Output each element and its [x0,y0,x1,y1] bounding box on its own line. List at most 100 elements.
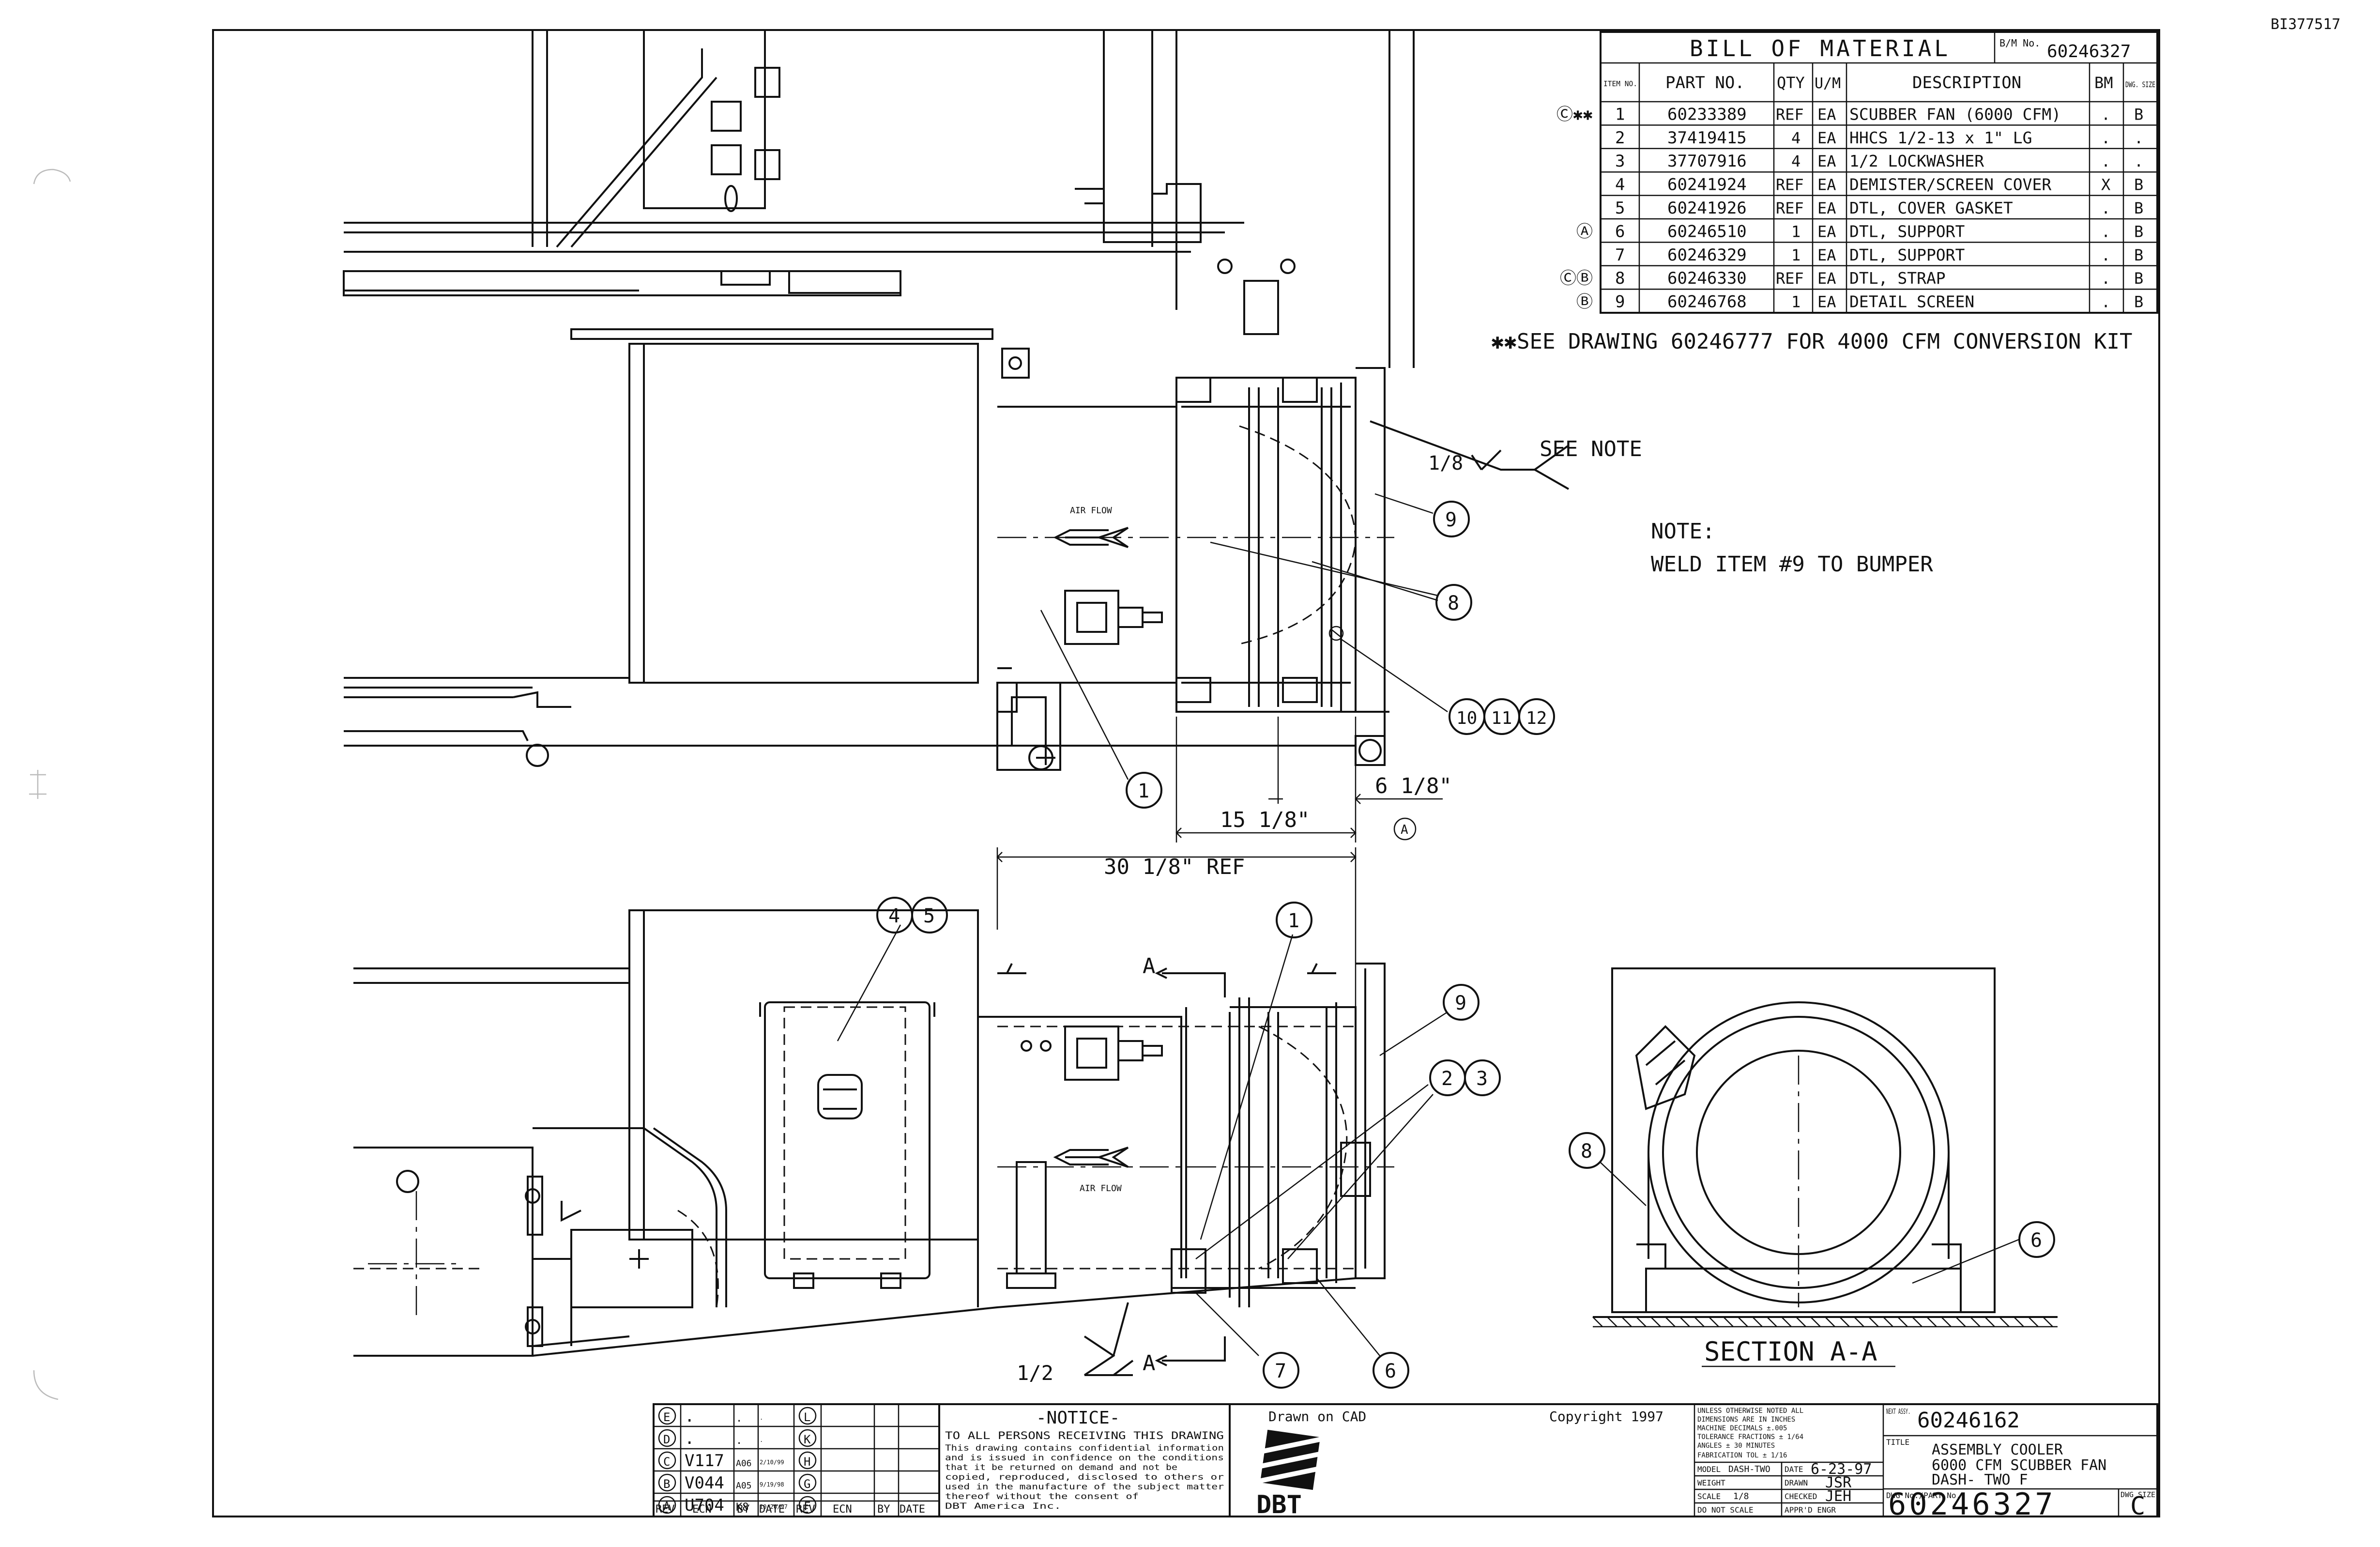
callout-9-top: 9 [1433,501,1470,537]
bom-no: 60246327 [2047,42,2131,61]
dwg-size-label: DWG SIZE [2121,1490,2155,1499]
svg-text:4: 4 [888,905,900,927]
see-note-label: SEE NOTE [1540,437,1642,461]
bom-row-dwg-size: B [2134,293,2143,311]
bom-row-bm: . [2101,293,2110,311]
tolerance-line-2: DIMENSIONS ARE IN INCHES [1697,1416,1795,1424]
revision-date: 10/20/97 [760,1503,788,1510]
weld-size-label: 1/8 [1428,452,1463,475]
callout-9-side: 9 [1443,984,1480,1021]
weld-note: 1/8 SEE NOTE NOTE: WELD ITEM #9 TO BUMPE… [1370,420,1933,577]
copyright: Copyright 1997 [1549,1409,1663,1424]
side-elevation-view: 30 1/8" REF [353,847,1501,1389]
bom-row-item: 2 [1615,128,1625,148]
svg-text:7: 7 [1275,1360,1286,1382]
notice-line-4: that it be returned on demand and not be [945,1463,1177,1472]
revision-date: . [760,1437,763,1443]
bom-row-um: EA [1817,293,1836,311]
revision-letter-2: K [804,1433,811,1446]
model-value: DASH-TWO [1728,1464,1770,1474]
drawn-on-cad: Drawn on CAD [1268,1409,1366,1424]
bom-row-description: DEMISTER/SCREEN COVER [1849,175,2051,194]
callout-8-top: 8 [1435,584,1472,621]
bom-row-part: 37707916 [1667,152,1747,171]
dwg-no-label: DWG No./PART No. [1886,1491,1961,1500]
bom-row-bm: . [2101,152,2110,170]
svg-text:A: A [1401,823,1408,837]
bom-row-mark: Ⓑ [1576,292,1593,312]
bom-row-dwg-size: . [2134,152,2143,170]
title-line-1: ASSEMBLY COOLER [1932,1441,2063,1458]
callout-2-side: 2 [1429,1059,1466,1096]
bom-row-bm: . [2101,105,2110,123]
callout-6-section: 6 [2018,1221,2055,1258]
bom-row-description: SCUBBER FAN (6000 CFM) [1849,105,2061,123]
revision-letter-2: H [804,1455,810,1469]
sheet-reference: BI377517 [2271,16,2341,33]
bom-row-um: EA [1817,199,1836,217]
revision-letter-2: L [804,1410,810,1424]
svg-text:3: 3 [1476,1068,1488,1090]
bom-row-qty: REF [1776,176,1804,194]
bom-row-description: DTL, COVER GASKET [1849,199,2013,217]
weld-size-half: 1/2 [1017,1361,1053,1385]
bom-row-description: DTL, SUPPORT [1849,222,1965,241]
svg-text:8: 8 [1581,1140,1592,1163]
bom-row-part: 37419415 [1667,128,1747,148]
tolerance-line-1: UNLESS OTHERWISE NOTED ALL [1697,1407,1803,1415]
bom-row-qty: 1 [1791,293,1800,311]
bom-row-qty: REF [1776,269,1804,288]
bom-row-mark: ⒸⒷ [1560,269,1593,288]
callout-6-side: 6 [1373,1352,1409,1389]
revision-header: REV [656,1503,675,1516]
bom-row-item: 9 [1615,292,1625,312]
revision-date: 9/19/98 [760,1481,784,1488]
scale-value: 1/8 [1733,1491,1749,1501]
svg-text:11: 11 [1491,708,1512,728]
top-plan-view: AIR FLOW 9 8 10 11 12 1 15 1/8" 6 1/8" A [343,30,1555,842]
bom-header-description: DESCRIPTION [1912,73,2021,92]
dim-15-1-8: 15 1/8" [1220,808,1310,832]
svg-text:2: 2 [1441,1068,1453,1090]
revision-by: . [736,1435,742,1447]
notice-line-1: TO ALL PERSONS RECEIVING THIS DRAWING [945,1430,1224,1441]
bom-row-dwg-size: B [2134,199,2143,217]
bom-header-qty: QTY [1777,74,1805,92]
bom-title: BILL OF MATERIAL [1690,35,1951,61]
bom-row-qty: 4 [1791,129,1800,147]
callout-1-top: 1 [1126,772,1162,809]
revision-ecn: V044 [685,1473,724,1493]
svg-text:1: 1 [1138,780,1149,802]
notice-line-7: thereof without the consent of [945,1492,1139,1501]
bom-row-qty: REF [1776,199,1804,217]
notice-line-8: DBT America Inc. [945,1501,1061,1511]
notice-line-6: used in the manufacture of the subject m… [945,1482,1224,1492]
bom-row-item: 5 [1615,199,1625,218]
callout-5-side: 5 [911,897,948,934]
bom-row-um: EA [1817,129,1836,147]
bom-row-description: DTL, SUPPORT [1849,245,1965,264]
bom-row-part: 60246330 [1667,269,1747,288]
bom-row-dwg-size: . [2134,129,2143,147]
bom-row-dwg-size: B [2134,222,2143,241]
bom-row-item: 7 [1615,245,1625,265]
next-assy-label: NEXT ASSY. [1886,1407,1910,1416]
weight-label: WEIGHT [1697,1478,1725,1487]
bom-row-bm: . [2101,129,2110,147]
checked-label: CHECKED [1785,1492,1817,1501]
bom-row-item: 8 [1615,269,1625,288]
revision-row: E...L [658,1407,817,1426]
svg-text:5: 5 [923,905,935,927]
revision-by: A05 [736,1481,752,1491]
bom-row-description: DTL, STRAP [1849,269,1946,288]
bom-row-qty: REF [1776,105,1804,123]
bom-header-um: U/M [1815,75,1841,92]
revision-header: DATE [900,1503,925,1516]
